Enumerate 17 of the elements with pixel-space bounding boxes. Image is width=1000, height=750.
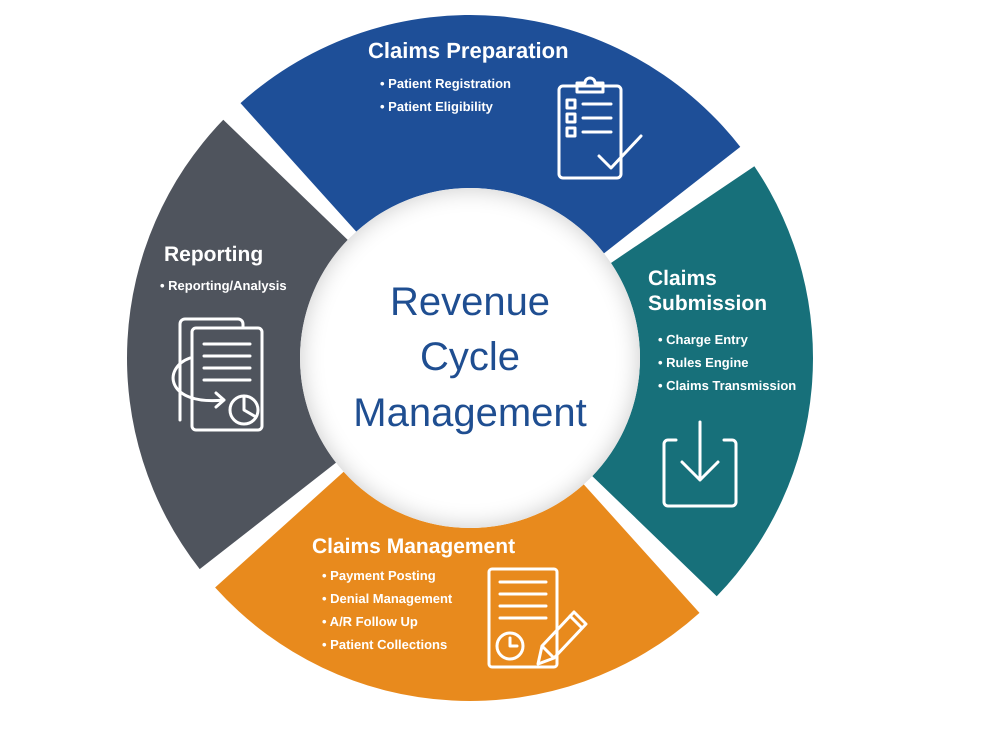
bullet-item: • Claims Transmission <box>658 377 796 395</box>
segment-heading: Claims Submission <box>648 266 768 316</box>
ring-segment <box>215 471 700 701</box>
segment-heading: Claims Preparation <box>368 38 569 64</box>
bullet-item: • Patient Collections <box>322 636 448 654</box>
bullet-item: • Patient Registration <box>380 75 511 93</box>
bullet-item: • Reporting/Analysis <box>160 277 287 295</box>
ring-segment <box>592 166 813 597</box>
bullet-item: • Denial Management <box>322 590 452 608</box>
segment-heading: Claims Management <box>312 534 516 560</box>
bullet-item: • Charge Entry <box>658 331 748 349</box>
bullet-item: • Payment Posting <box>322 567 436 585</box>
bullet-item: • Rules Engine <box>658 354 749 372</box>
bullet-item: • A/R Follow Up <box>322 613 418 631</box>
bullet-item: • Patient Eligibility <box>380 98 493 116</box>
center-title: Revenue Cycle Management <box>353 279 587 437</box>
segment-heading: Reporting <box>164 242 264 268</box>
